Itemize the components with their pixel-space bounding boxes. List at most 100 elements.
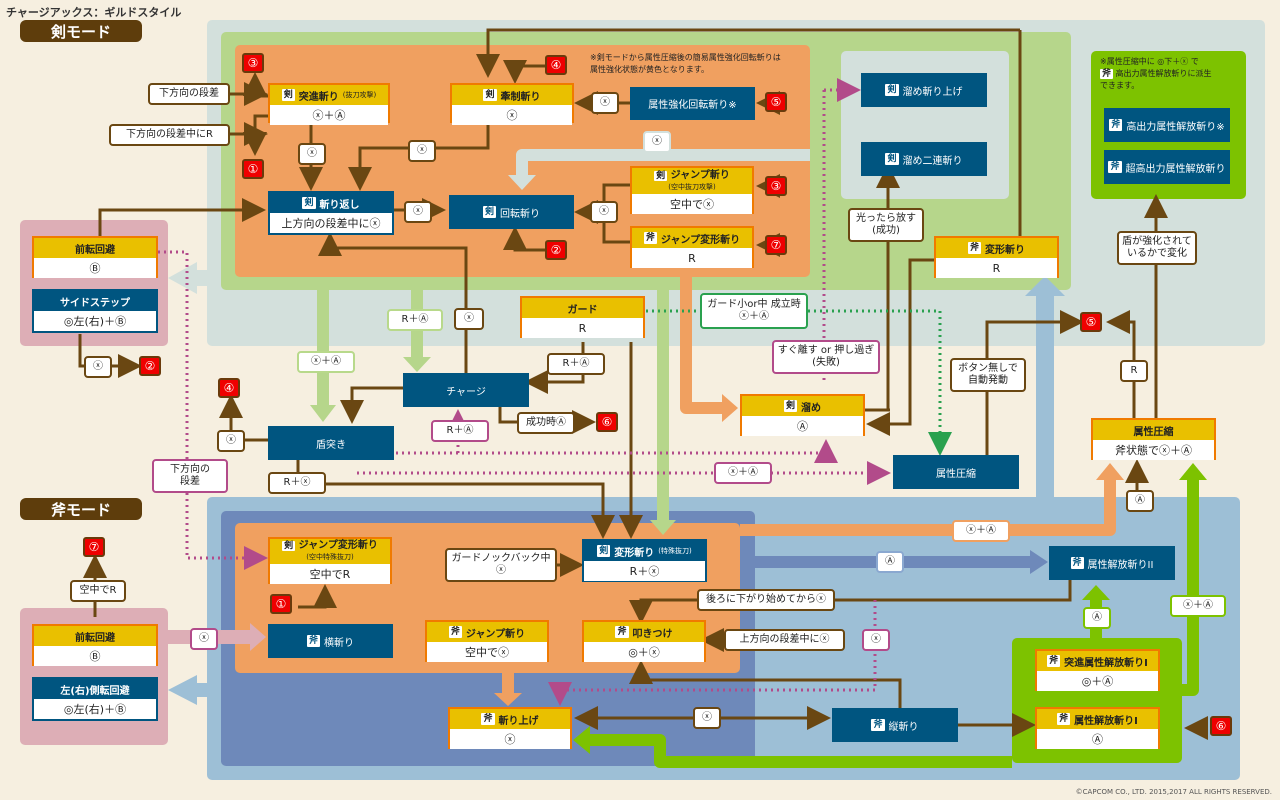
axe-kaihou2-node[interactable]: 斧属性解放斬りII — [1049, 546, 1175, 580]
marker-2b[interactable]: ② — [139, 356, 161, 376]
node-input: Ⓑ — [34, 646, 156, 666]
marker-5[interactable]: ⑤ — [765, 92, 787, 112]
marker-5b[interactable]: ⑤ — [1080, 312, 1102, 332]
axe-jump-node[interactable]: 斧ジャンプ斬り 空中でⓧ — [425, 620, 549, 662]
node-input: ◎左(右)＋Ⓑ — [34, 311, 156, 331]
axe-tatakitsuke-node[interactable]: 斧叩きつけ ◎＋ⓧ — [582, 620, 706, 662]
charge-node[interactable]: チャージ — [403, 373, 529, 407]
node-input: ◎左(右)＋Ⓑ — [34, 699, 156, 719]
axe-jump-henkei-node[interactable]: 剣 ジャンプ変形斬り(空中特殊抜刀) 空中でR — [268, 537, 392, 584]
tate-tsuki-node[interactable]: 盾突き — [268, 426, 394, 460]
node-name: 牽制斬り — [500, 91, 541, 103]
node-input: 空中でⓧ — [427, 642, 547, 662]
label-a: Ⓐ — [1126, 490, 1154, 512]
label-x: ⓧ — [217, 430, 245, 452]
label-success-a: 成功時Ⓐ — [517, 412, 575, 434]
axe-tosshin-kaihou1-node[interactable]: 斧突進属性解放斬りI ◎＋Ⓐ — [1035, 649, 1160, 691]
sword-kirikaeshi-node[interactable]: 剣斬り返し 上方向の段差中にⓧ — [268, 191, 394, 235]
label-x: ⓧ — [590, 201, 618, 223]
node-name: サイドステップ — [60, 297, 130, 309]
node-name: チャージ — [446, 386, 486, 398]
sword-jump-node[interactable]: 剣 ジャンプ斬り(空中抜刀攻撃) 空中でⓧ — [630, 166, 754, 214]
axe-tag: 斧 — [967, 242, 981, 254]
node-input: Ⓐ — [1037, 729, 1158, 749]
marker-2[interactable]: ② — [545, 240, 567, 260]
node-input: Ⓐ — [742, 416, 863, 436]
sword-side-step-node[interactable]: サイドステップ ◎左(右)＋Ⓑ — [32, 289, 158, 333]
label-rx: R＋ⓧ — [268, 472, 326, 494]
sword-tame-nirensoku-node[interactable]: 剣溜め二連斬り — [861, 142, 987, 176]
label-xa-pink: ⓧ＋Ⓐ — [714, 462, 772, 484]
node-name: ジャンプ斬り — [670, 169, 730, 181]
node-name: 盾突き — [316, 439, 346, 451]
axe-tag: 斧 — [1100, 69, 1114, 79]
marker-3b[interactable]: ③ — [765, 176, 787, 196]
label-xa-lime: ⓧ＋Ⓐ — [1170, 595, 1226, 617]
sword-tame-kiriage-node[interactable]: 剣溜め斬り上げ — [861, 73, 987, 107]
axe-henkei-sword-node[interactable]: 剣変形斬り(特殊抜刀) R＋ⓧ — [582, 539, 707, 582]
axe-tag: 斧 — [306, 635, 320, 647]
axe-sokuten-node[interactable]: 左(右)側転回避 ◎左(右)＋Ⓑ — [32, 677, 158, 721]
sword-mode-note: ※剣モードから属性圧縮後の簡易属性強化回転斬りは 属性強化状態が黄色となります。 — [590, 53, 781, 74]
node-name: 突進斬り — [298, 91, 339, 103]
axe-kiriage-node[interactable]: 斧斬り上げ ⓧ — [448, 707, 572, 749]
axe-tag: 斧 — [643, 232, 657, 244]
label-down-step-2: 下方向の段差 — [152, 459, 228, 493]
label-line: (失敗) — [812, 357, 840, 368]
label-xa-orange: ⓧ＋Ⓐ — [952, 520, 1010, 542]
axe-tag: 斧 — [1057, 713, 1071, 725]
kou-shutsu-node[interactable]: 斧高出力属性解放斬り※ — [1104, 108, 1230, 142]
label-line: 盾が強化されて — [1122, 236, 1192, 247]
axe-kaihou1-node[interactable]: 斧属性解放斬りI Ⓐ — [1035, 707, 1160, 749]
axe-note-line3: できます。 — [1100, 81, 1140, 90]
axe-zenten-node[interactable]: 前転回避 Ⓑ — [32, 624, 158, 666]
axe-yoko-node[interactable]: 斧横斬り — [268, 624, 393, 658]
label-x: ⓧ — [454, 308, 484, 330]
axe-mode-label: 斧モード — [20, 498, 142, 520]
marker-3[interactable]: ③ — [242, 53, 264, 73]
axe-asshuku-node[interactable]: 属性圧縮 斧状態でⓧ＋Ⓐ — [1091, 418, 1216, 460]
sword-tag: 剣 — [482, 206, 496, 218]
zokusei-asshuku-node[interactable]: 属性圧縮 — [893, 455, 1019, 489]
marker-4b[interactable]: ④ — [218, 378, 240, 398]
sword-tag: 剣 — [483, 89, 497, 101]
marker-1[interactable]: ① — [242, 159, 264, 179]
node-name: 溜め二連斬り — [902, 155, 963, 167]
node-input: R — [522, 318, 643, 338]
sword-kaiten-node[interactable]: 剣回転斬り — [449, 195, 574, 229]
marker-6b[interactable]: ⑥ — [1210, 716, 1232, 736]
chou-kou-shutsu-node[interactable]: 斧超高出力属性解放斬り — [1104, 150, 1230, 184]
sword-zenten-node[interactable]: 前転回避 Ⓑ — [32, 236, 158, 278]
sword-tag: 剣 — [885, 84, 899, 96]
sword-tosshin-node[interactable]: 剣突進斬り(抜刀攻撃) ⓧ＋Ⓐ — [268, 83, 390, 125]
copyright: ©CAPCOM CO., LTD. 2015,2017 ALL RIGHTS R… — [1075, 788, 1272, 796]
sword-tame-node[interactable]: 剣溜め Ⓐ — [740, 394, 865, 436]
node-name: 突進属性解放斬りI — [1064, 657, 1148, 669]
marker-1b[interactable]: ① — [270, 594, 292, 614]
sword-jump-henkei-node[interactable]: 斧ジャンプ変形斬り R — [630, 226, 754, 268]
guard-node[interactable]: ガード R — [520, 296, 645, 338]
label-x: ⓧ — [643, 131, 671, 153]
marker-7[interactable]: ⑦ — [765, 235, 787, 255]
label-x: ⓧ — [693, 707, 721, 729]
label-line: 自動発動 — [968, 375, 1008, 386]
label-r: R — [1120, 360, 1148, 382]
node-name: 属性圧縮 — [1133, 426, 1174, 438]
marker-7b[interactable]: ⑦ — [83, 537, 105, 557]
axe-tate-node[interactable]: 斧縦斬り — [832, 708, 958, 742]
axe-note-line1: ※属性圧縮中に ◎下＋ⓧ で — [1100, 57, 1199, 66]
label-x: ⓧ — [298, 143, 326, 165]
node-name: ジャンプ変形斬り — [298, 540, 378, 551]
sword-zokusei-kyouka-node[interactable]: 属性強化回転斬り※ — [630, 87, 755, 120]
axe-henkei-node[interactable]: 斧変形斬り R — [934, 236, 1059, 278]
marker-6[interactable]: ⑥ — [596, 412, 618, 432]
sword-kensei-node[interactable]: 剣牽制斬り ⓧ — [450, 83, 574, 125]
node-input: R — [632, 248, 752, 268]
label-auto-trigger: ボタン無しで自動発動 — [950, 358, 1026, 392]
label-release-glow: 光ったら放す(成功) — [848, 208, 924, 242]
marker-4[interactable]: ④ — [545, 55, 567, 75]
node-name: ジャンプ変形斬り — [660, 234, 741, 246]
label-line: ⓧ — [496, 565, 506, 576]
page-title: チャージアックス：ギルドスタイル — [6, 6, 182, 19]
